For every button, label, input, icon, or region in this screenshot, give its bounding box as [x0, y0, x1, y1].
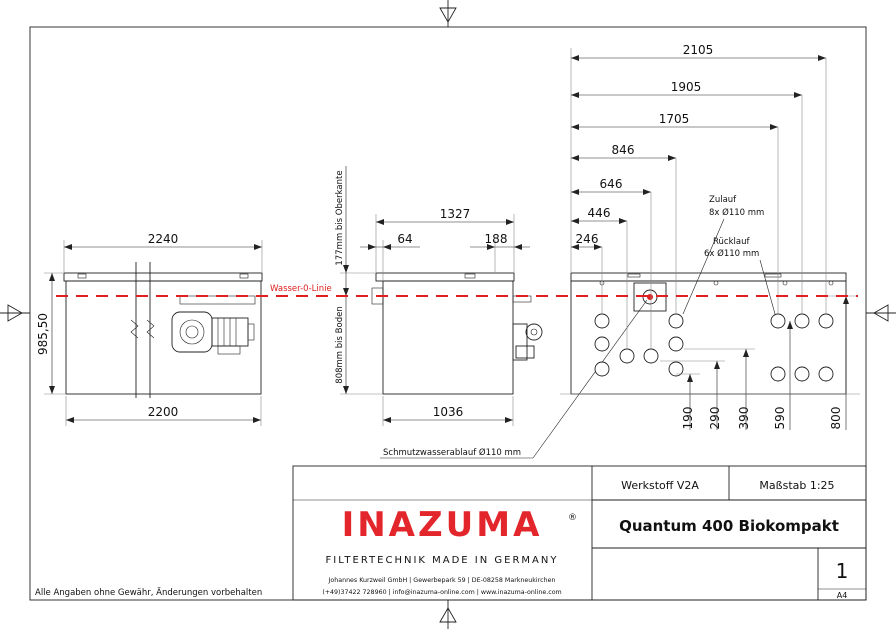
dim-446: 446	[588, 206, 611, 220]
dim-390: 390	[737, 407, 751, 430]
dim-846: 846	[612, 143, 635, 157]
vertical-dims: 190 290 390 590 800	[560, 295, 860, 430]
company-contact: (+49)37422 728960 | info@inazuma-online.…	[322, 588, 561, 596]
centering-mark-left	[0, 304, 30, 322]
centering-mark-bottom	[439, 600, 457, 629]
port-row-bottom	[594, 361, 834, 382]
side-right-offset-dim: 188	[485, 232, 508, 246]
dim-646: 646	[600, 177, 623, 191]
side-pump	[512, 323, 543, 361]
inlet-label: Zulauf	[709, 195, 737, 205]
side-bottom-width-dim: 1036	[433, 405, 464, 419]
dim-2105: 2105	[683, 43, 714, 57]
rear-view: 2105 1905 1705 846 646 446 246	[560, 43, 860, 430]
sheet-number: 1	[836, 559, 849, 583]
side-height-bottom-dim: 808mm bis Boden	[335, 306, 345, 383]
dim-1705: 1705	[659, 112, 690, 126]
side-overall-width-dim: 1327	[440, 207, 471, 221]
paper-size: A4	[837, 591, 848, 600]
dim-1905: 1905	[671, 80, 702, 94]
dim-190: 190	[681, 407, 695, 430]
side-left-offset-dim: 64	[397, 232, 412, 246]
material-label: Werkstoff V2A	[621, 479, 699, 492]
scale-label: Maßstab 1:25	[759, 479, 834, 492]
inlet-spec: 8x Ø110 mm	[709, 207, 764, 218]
title-block: Werkstoff V2A Maßstab 1:25 Quantum 400 B…	[292, 465, 867, 601]
front-view: 2240 2200 985,50	[36, 232, 263, 426]
dim-290: 290	[708, 407, 722, 430]
brand-tagline: FILTERTECHNIK MADE IN GERMANY	[326, 555, 559, 566]
registered-mark: ®	[568, 513, 577, 523]
port-row-top	[594, 313, 834, 329]
side-height-top-edge-dim: 177mm bis Oberkante	[335, 170, 345, 265]
dim-246: 246	[576, 232, 599, 246]
horizontal-dims: 2105 1905 1705 846 646 446 246	[570, 43, 827, 349]
dim-590: 590	[773, 407, 787, 430]
centering-mark-right	[866, 304, 896, 322]
front-bottom-width-dim: 2200	[148, 405, 179, 419]
company-address: Johannes Kurzweil GmbH | Gewerbepark 59 …	[328, 577, 556, 584]
front-height-dim: 985,50	[36, 313, 50, 355]
centering-mark-top	[439, 0, 457, 27]
product-title: Quantum 400 Biokompakt	[619, 517, 839, 535]
water-line-label: Wasser-0-Linie	[270, 284, 332, 294]
side-view: 1327 64 188 1036 177mm bis Oberkante 808…	[335, 166, 648, 459]
return-spec: 6x Ø110 mm	[704, 248, 759, 259]
port-row-middle	[594, 336, 684, 364]
dim-800: 800	[829, 407, 843, 430]
disclaimer: Alle Angaben ohne Gewähr, Änderungen vor…	[35, 587, 262, 598]
brand-logo: INAZUMA	[342, 505, 543, 545]
return-label: Rücklauf	[713, 237, 750, 247]
drain-label: Schmutzwasserablauf Ø110 mm	[383, 447, 521, 458]
front-top-width-dim: 2240	[148, 232, 179, 246]
pump-motor	[171, 311, 255, 355]
